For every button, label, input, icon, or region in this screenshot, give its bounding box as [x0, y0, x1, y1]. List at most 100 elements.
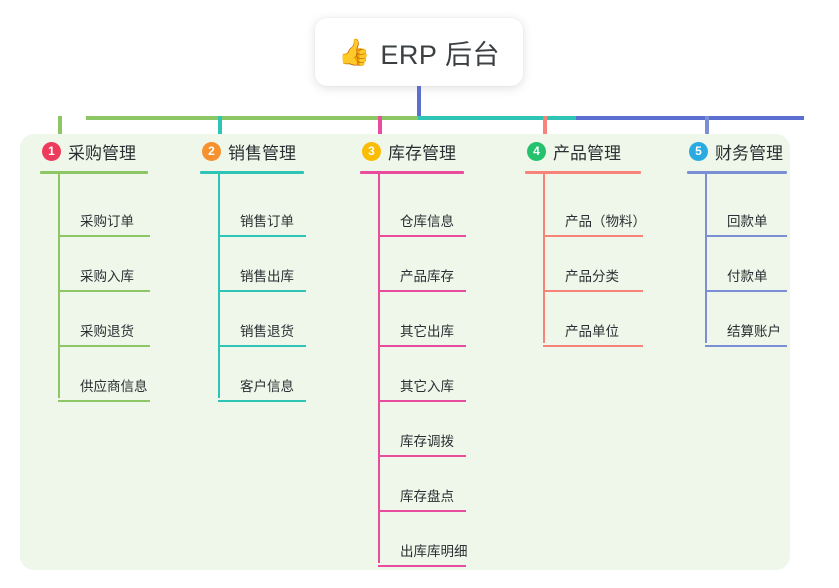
root-connector-vertical: [417, 86, 421, 118]
leaf-item[interactable]: 采购退货: [58, 320, 150, 347]
leaf-item[interactable]: 采购入库: [58, 265, 150, 292]
branch-column-1: 1 采购管理采购订单采购入库采购退货供应商信息: [40, 134, 150, 402]
branch-header-2[interactable]: 2 销售管理: [200, 134, 304, 168]
branch-rule-3: [360, 171, 464, 174]
branch-column-5: 5 财务管理回款单付款单结算账户: [687, 134, 787, 347]
branch-badge-1: 1: [42, 141, 61, 161]
leaf-rule: [58, 290, 150, 292]
branch-badge-5: 5: [689, 141, 708, 161]
leaf-rule: [543, 235, 643, 237]
root-node[interactable]: 👍 ERP 后台: [315, 18, 523, 86]
leaf-rule: [218, 290, 306, 292]
leaf-label: 供应商信息: [80, 379, 148, 394]
leaf-rule: [218, 400, 306, 402]
leaf-label: 回款单: [727, 214, 768, 229]
branch-header-1[interactable]: 1 采购管理: [40, 134, 148, 168]
leaf-label: 客户信息: [240, 379, 294, 394]
leaf-label: 采购订单: [80, 214, 134, 229]
leaf-item[interactable]: 其它出库: [378, 320, 466, 347]
leaf-item[interactable]: 产品单位: [543, 320, 643, 347]
connector-drop-4: [543, 116, 547, 146]
branch-column-2: 2 销售管理销售订单销售出库销售退货客户信息: [200, 134, 306, 402]
leaf-label: 销售退货: [240, 324, 294, 339]
leaf-rule: [378, 290, 466, 292]
connector-drop-2: [218, 116, 222, 146]
branch-title-2: 销售管理: [228, 143, 296, 163]
leaf-item[interactable]: 库存调拨: [378, 430, 466, 457]
leaf-rule: [378, 400, 466, 402]
branch-rule-4: [525, 171, 641, 174]
branch-spine-2: [218, 174, 220, 398]
leaf-label: 产品单位: [565, 324, 619, 339]
connector-drop-3: [378, 116, 382, 146]
branch-rule-2: [200, 171, 304, 174]
branch-title-3: 库存管理: [388, 143, 456, 163]
leaf-rule: [58, 400, 150, 402]
leaf-rule: [543, 290, 643, 292]
root-title: ERP 后台: [380, 39, 500, 70]
branch-title-4: 产品管理: [553, 143, 621, 163]
leaf-rule: [218, 345, 306, 347]
leaf-rule: [378, 510, 466, 512]
leaf-item[interactable]: 产品分类: [543, 265, 643, 292]
leaf-label: 付款单: [727, 269, 768, 284]
leaf-item[interactable]: 产品（物料）: [543, 210, 646, 237]
leaf-rule: [58, 235, 150, 237]
connector-bus-teal: [418, 116, 578, 120]
connector-bus-green: [86, 116, 420, 120]
leaf-label: 其它出库: [400, 324, 454, 339]
leaf-rule: [378, 455, 466, 457]
leaf-label: 产品（物料）: [565, 214, 646, 229]
branch-spine-1: [58, 174, 60, 398]
branch-header-4[interactable]: 4 产品管理: [525, 134, 641, 168]
leaf-label: 库存盘点: [400, 489, 454, 504]
leaf-label: 仓库信息: [400, 214, 454, 229]
leaf-label: 销售订单: [240, 214, 294, 229]
branch-spine-3: [378, 174, 380, 563]
leaf-item[interactable]: 回款单: [705, 210, 787, 237]
leaf-item[interactable]: 销售出库: [218, 265, 306, 292]
leaf-item[interactable]: 销售退货: [218, 320, 306, 347]
leaf-label: 结算账户: [727, 324, 781, 339]
leaf-item[interactable]: 结算账户: [705, 320, 787, 347]
leaf-label: 销售出库: [240, 269, 294, 284]
branch-badge-2: 2: [202, 141, 221, 161]
leaf-item[interactable]: 付款单: [705, 265, 787, 292]
leaf-label: 产品分类: [565, 269, 619, 284]
leaf-item[interactable]: 采购订单: [58, 210, 150, 237]
branch-spine-4: [543, 174, 545, 343]
connector-drop-5: [705, 116, 709, 146]
leaf-rule: [378, 345, 466, 347]
branch-spine-5: [705, 174, 707, 343]
leaf-rule: [543, 345, 643, 347]
leaf-item[interactable]: 客户信息: [218, 375, 306, 402]
branch-header-5[interactable]: 5 财务管理: [687, 134, 787, 168]
leaf-rule: [378, 235, 466, 237]
leaf-item[interactable]: 产品库存: [378, 265, 466, 292]
leaf-item[interactable]: 库存盘点: [378, 485, 466, 512]
leaf-rule: [705, 345, 787, 347]
leaf-item[interactable]: 供应商信息: [58, 375, 150, 402]
leaf-label: 采购入库: [80, 269, 134, 284]
leaf-rule: [58, 345, 150, 347]
leaf-item[interactable]: 仓库信息: [378, 210, 466, 237]
branch-badge-4: 4: [527, 141, 546, 161]
leaf-label: 其它入库: [400, 379, 454, 394]
leaf-item[interactable]: 其它入库: [378, 375, 466, 402]
leaf-label: 库存调拨: [400, 434, 454, 449]
leaf-rule: [705, 235, 787, 237]
branch-title-5: 财务管理: [715, 143, 783, 163]
leaf-item[interactable]: 出库库明细: [378, 540, 468, 567]
leaf-rule: [705, 290, 787, 292]
branch-title-1: 采购管理: [68, 143, 136, 163]
leaf-rule: [378, 565, 466, 567]
connector-drop-1: [58, 116, 62, 146]
leaf-label: 产品库存: [400, 269, 454, 284]
connector-bus-blue: [576, 116, 804, 120]
leaf-rule: [218, 235, 306, 237]
leaf-item[interactable]: 销售订单: [218, 210, 306, 237]
leaf-label: 采购退货: [80, 324, 134, 339]
